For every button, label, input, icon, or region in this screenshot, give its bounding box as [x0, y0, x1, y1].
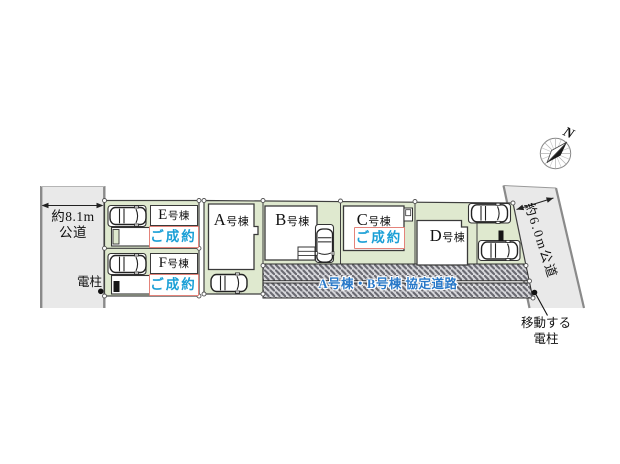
lot-e-parking-pad-notch: [112, 229, 120, 245]
agreement-road-label: A号棟・B号棟 協定道路: [318, 277, 458, 291]
car-icon: [470, 202, 509, 225]
lot-e-name-badge: E号棟: [150, 205, 198, 226]
car-icon: [109, 253, 147, 275]
moving-pole-text-line2: 電柱: [533, 332, 559, 346]
car-icon: [109, 205, 147, 227]
lot-c-status-badge: ご成約: [353, 226, 405, 249]
right-road-top-edge: [503, 185, 557, 189]
right-road-width-arrow: [516, 197, 554, 211]
building-b-entrance-steps: [297, 246, 316, 261]
moving-utility-pole-dot: [531, 289, 538, 296]
compass-needle-light: [546, 141, 568, 164]
lot-f-name-badge: F号棟: [150, 253, 198, 274]
compass-icon: [539, 137, 572, 170]
lot-e-status-badge: ご成約: [148, 225, 199, 248]
building-d-footprint: [416, 219, 469, 266]
lot-d-name-label: D号棟: [429, 226, 466, 245]
lot-d-pole-marker: [498, 230, 504, 241]
lot-f-parking-pad-marker: [113, 281, 120, 292]
left-road-label: 約8.1m 公道: [42, 209, 104, 241]
utility-pole-label: 電柱: [76, 275, 102, 289]
lot-f-status-badge: ご成約: [148, 273, 199, 296]
building-c-side-box: [403, 207, 413, 222]
left-road-width-text: 約8.1m: [51, 209, 95, 224]
moving-pole-leader-line: [535, 294, 548, 316]
lot-c-name-label: C号棟: [356, 210, 392, 229]
building-a-footprint: [207, 203, 259, 271]
left-road-width-arrow: [41, 202, 104, 209]
moving-pole-text-line1: 移動する: [520, 316, 571, 330]
right-road-east-edge: [554, 187, 586, 309]
utility-pole-dot: [98, 288, 104, 295]
lot-b-name-label: B号棟: [275, 210, 310, 229]
car-icon: [480, 239, 519, 262]
left-road-surface: [41, 186, 105, 308]
left-road-type-text: 公道: [59, 225, 87, 240]
lot-a-name-label: A号棟: [213, 210, 250, 229]
moving-pole-label: 移動する 電柱: [512, 315, 580, 347]
car-icon: [314, 228, 335, 263]
car-icon: [210, 272, 248, 294]
